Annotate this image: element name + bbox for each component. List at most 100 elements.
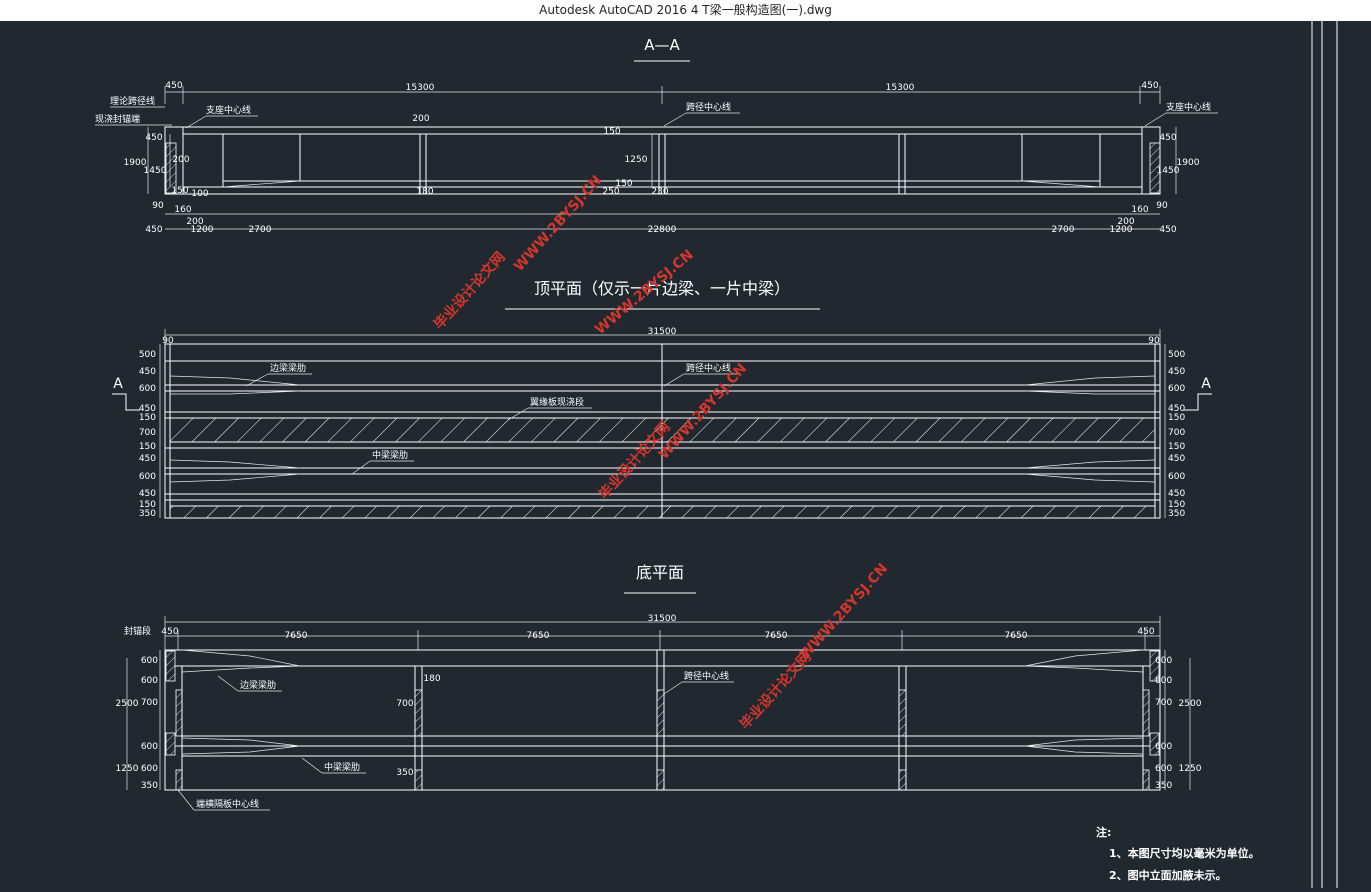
aa-dim-bottom-11: 160 <box>1131 205 1148 215</box>
aa-dim-bottom-7: 2700 <box>1052 225 1075 235</box>
bottom-plan: 底平面 31500 450 7650 7650 7650 7650 450 封锚… <box>116 563 1202 811</box>
top-row-dim-left-6: 150 <box>139 442 156 452</box>
aa-dim-bottom-4: 1200 <box>191 225 214 235</box>
bottom-label-span-center: 跨径中心线 <box>684 670 729 682</box>
bottom-group-left-1: 1250 <box>116 764 139 774</box>
top-plan-title: 顶平面（仅示一片边梁、一片中梁） <box>534 279 790 298</box>
notes-item-1: 2、图中立面加腋未示。 <box>1109 868 1227 882</box>
drawing-canvas[interactable]: A—A 450 15300 15300 450 理论跨径线 现浇封锚端 支座中心… <box>0 21 1371 888</box>
aa-dim-right-1: 1900 <box>1177 158 1200 168</box>
aa-dim-bottom-12: 90 <box>1156 201 1168 211</box>
bottom-seg-3: 7650 <box>765 631 788 641</box>
watermark-name-3: 毕业设计论文网 <box>736 648 814 732</box>
bottom-seg-5: 450 <box>1137 627 1154 637</box>
watermark-url-1: WWW.2BYSJ.CN <box>511 173 605 275</box>
top-row-dim-left-1: 450 <box>139 367 156 377</box>
bottom-seg-4: 7650 <box>1005 631 1028 641</box>
bottom-inner-dim-0: 180 <box>423 674 440 684</box>
top-row-dim-left-2: 600 <box>139 384 156 394</box>
top-row-dim-right-4: 150 <box>1168 413 1185 423</box>
top-plan-end-left: 90 <box>162 336 174 346</box>
bottom-row-dim-left-4: 600 <box>141 764 158 774</box>
aa-dim-bottom-1: 160 <box>174 205 191 215</box>
aa-label-bearing-right: 支座中心线 <box>1166 101 1211 113</box>
aa-dim-inner-5: 230 <box>651 187 668 197</box>
top-row-dim-left-8: 600 <box>139 472 156 482</box>
top-row-dim-right-6: 150 <box>1168 442 1185 452</box>
aa-dim-bottom-5: 2700 <box>249 225 272 235</box>
aa-dim-left-5: 100 <box>191 189 208 199</box>
top-row-dim-right-7: 450 <box>1168 454 1185 464</box>
aa-label-span-center: 跨径中心线 <box>686 101 731 113</box>
top-row-dim-left-9: 450 <box>139 489 156 499</box>
top-row-dim-right-10: 150 <box>1168 500 1185 510</box>
bottom-row-dim-right-1: 600 <box>1155 676 1172 686</box>
sheet-border <box>1311 21 1338 888</box>
top-row-dim-right-9: 450 <box>1168 489 1185 499</box>
bottom-row-dim-right-2: 700 <box>1155 698 1172 708</box>
notes: 注: 1、本图尺寸均以毫米为单位。 2、图中立面加腋未示。 <box>1096 825 1260 882</box>
top-row-dim-right-1: 450 <box>1168 367 1185 377</box>
aa-dim-inner-6: 180 <box>416 187 433 197</box>
top-row-dim-left-5: 700 <box>139 428 156 438</box>
aa-dim-bottom-8: 1200 <box>1110 225 1133 235</box>
bottom-row-dim-left-2: 700 <box>141 698 158 708</box>
aa-dim-bottom-6: 22800 <box>648 225 677 235</box>
aa-dim-inner-0: 200 <box>412 114 429 124</box>
window-title: Autodesk AutoCAD 2016 4 T梁一般构造图(一).dwg <box>0 0 1371 21</box>
bottom-row-dim-left-1: 600 <box>141 676 158 686</box>
watermarks: WWW.2BYSJ.CN 毕业设计论文网 WWW.2BYSJ.CN 毕业设计论文… <box>430 173 891 733</box>
top-row-dim-right-3: 450 <box>1168 404 1185 414</box>
top-row-dim-left-4: 150 <box>139 413 156 423</box>
top-row-dim-right-2: 600 <box>1168 384 1185 394</box>
notes-item-0: 1、本图尺寸均以毫米为单位。 <box>1109 846 1260 860</box>
bottom-label-end-diaphragm: 端横隔板中心线 <box>196 798 259 810</box>
aa-dim-bottom-3: 450 <box>145 225 162 235</box>
bottom-row-dim-right-0: 600 <box>1155 656 1172 666</box>
top-plan-label-mid-rib: 中梁梁肋 <box>372 449 408 461</box>
aa-dim-bottom-0: 90 <box>152 201 164 211</box>
aa-dim-bottom-2: 200 <box>186 217 203 227</box>
bottom-label-edge-rib: 边梁梁肋 <box>240 679 276 691</box>
bottom-row-dim-right-4: 600 <box>1155 764 1172 774</box>
top-row-dim-left-11: 350 <box>139 509 156 519</box>
aa-dim-top-2: 15300 <box>886 83 915 93</box>
section-aa-title: A—A <box>644 36 680 54</box>
aa-label-bearing-left: 支座中心线 <box>206 104 251 116</box>
top-plan: 顶平面（仅示一片边梁、一片中梁） 31500 90 90 A A <box>112 279 1212 519</box>
bottom-group-left-0: 2500 <box>116 699 139 709</box>
aa-dim-right-2: 1450 <box>1157 166 1180 176</box>
top-plan-end-right: 90 <box>1148 336 1160 346</box>
aa-dim-left-0: 450 <box>145 133 162 143</box>
bottom-label-anchor: 封锚段 <box>124 625 151 637</box>
watermark-name-1: 毕业设计论文网 <box>430 248 508 332</box>
top-row-dim-right-5: 700 <box>1168 428 1185 438</box>
bottom-seg-1: 7650 <box>285 631 308 641</box>
top-row-dim-right-11: 350 <box>1168 509 1185 519</box>
top-plan-label-edge-rib: 边梁梁肋 <box>270 362 306 374</box>
aa-dim-right-0: 450 <box>1159 133 1176 143</box>
bottom-seg-2: 7650 <box>527 631 550 641</box>
aa-dim-top-0: 450 <box>165 81 182 91</box>
aa-dim-bottom-9: 450 <box>1159 225 1176 235</box>
aa-dim-left-1: 1900 <box>124 158 147 168</box>
aa-label-theory-span: 理论跨径线 <box>110 95 155 107</box>
top-plan-label-span-center: 跨径中心线 <box>686 362 731 374</box>
bottom-plan-title: 底平面 <box>636 563 684 582</box>
bottom-plan-total: 31500 <box>648 614 677 624</box>
watermark-url-3: WWW.2BYSJ.CN <box>797 561 891 663</box>
bottom-row-dim-left-5: 350 <box>141 781 158 791</box>
top-row-dim-left-3: 450 <box>139 404 156 414</box>
top-plan-marker-right: A <box>1201 376 1211 392</box>
aa-dim-inner-3: 150 <box>615 179 632 189</box>
notes-heading: 注: <box>1096 825 1111 839</box>
aa-dim-top-3: 450 <box>1141 81 1158 91</box>
top-row-dim-left-0: 500 <box>139 350 156 360</box>
aa-dim-top-1: 15300 <box>406 83 435 93</box>
top-plan-marker-left: A <box>113 376 123 392</box>
aa-dim-left-3: 200 <box>172 155 189 165</box>
bottom-inner-dim-2: 350 <box>396 768 413 778</box>
bottom-row-dim-left-3: 600 <box>141 742 158 752</box>
aa-dim-left-2: 1450 <box>144 166 167 176</box>
bottom-row-dim-right-5: 350 <box>1155 781 1172 791</box>
